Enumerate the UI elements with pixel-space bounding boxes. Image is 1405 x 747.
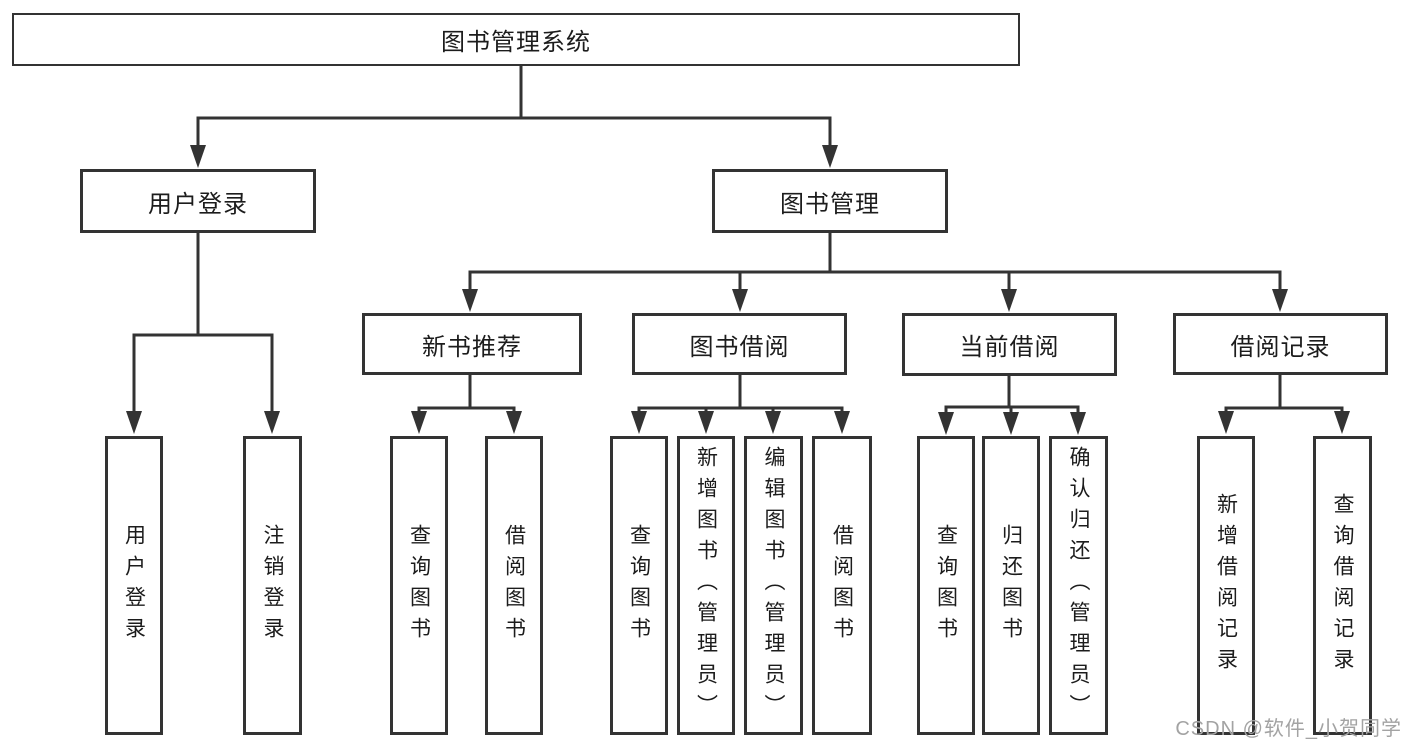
node-leaf-logout-label: 注销登录 (261, 523, 284, 648)
node-leaf-borrow-book-1: 借阅图书 (485, 436, 543, 735)
node-leaf-add-record-label: 新增借阅记录 (1214, 492, 1238, 679)
node-user-login: 用户登录 (80, 169, 316, 233)
node-leaf-user-login: 用户登录 (105, 436, 163, 735)
node-leaf-query-record: 查询借阅记录 (1313, 436, 1372, 735)
node-leaf-add-book-label: 新增图书（管理员） (694, 446, 718, 725)
node-new-book-rec-label: 新书推荐 (422, 333, 522, 361)
watermark: CSDN @软件_小贺同学 (1175, 718, 1402, 740)
node-leaf-confirm-return-label: 确认归还（管理员） (1067, 446, 1090, 725)
node-borrow-records-label: 借阅记录 (1230, 333, 1331, 361)
node-leaf-query-record-label: 查询借阅记录 (1331, 492, 1354, 679)
node-leaf-confirm-return: 确认归还（管理员） (1049, 436, 1108, 735)
node-leaf-edit-book: 编辑图书（管理员） (744, 436, 803, 735)
node-new-book-rec: 新书推荐 (362, 313, 582, 375)
node-leaf-query-book-3: 查询图书 (917, 436, 975, 735)
node-leaf-query-book-1: 查询图书 (390, 436, 448, 735)
node-leaf-edit-book-label: 编辑图书（管理员） (762, 446, 785, 725)
node-leaf-query-book-3-label: 查询图书 (934, 523, 958, 648)
node-book-borrow-label: 图书借阅 (689, 333, 790, 361)
node-leaf-add-record: 新增借阅记录 (1197, 436, 1255, 735)
node-leaf-query-book-1-label: 查询图书 (407, 523, 431, 648)
node-book-mgmt: 图书管理 (712, 169, 948, 233)
node-leaf-user-login-label: 用户登录 (122, 523, 146, 648)
node-leaf-add-book: 新增图书（管理员） (677, 436, 735, 735)
node-root-label: 图书管理系统 (441, 29, 591, 56)
node-book-borrow: 图书借阅 (632, 313, 847, 375)
node-leaf-logout: 注销登录 (243, 436, 302, 735)
node-leaf-borrow-book-1-label: 借阅图书 (502, 523, 526, 648)
node-leaf-borrow-book-2-label: 借阅图书 (830, 523, 854, 648)
node-borrow-records: 借阅记录 (1173, 313, 1388, 375)
node-book-mgmt-label: 图书管理 (780, 190, 880, 218)
node-user-login-label: 用户登录 (148, 190, 248, 218)
node-leaf-query-book-2-label: 查询图书 (627, 523, 651, 648)
node-current-borrow: 当前借阅 (902, 313, 1117, 376)
arrowheads (126, 145, 1350, 435)
node-root: 图书管理系统 (12, 13, 1020, 66)
node-leaf-return-book: 归还图书 (982, 436, 1040, 735)
node-leaf-query-book-2: 查询图书 (610, 436, 668, 735)
node-leaf-return-book-label: 归还图书 (999, 523, 1023, 648)
node-leaf-borrow-book-2: 借阅图书 (812, 436, 872, 735)
node-current-borrow-label: 当前借阅 (959, 334, 1060, 361)
